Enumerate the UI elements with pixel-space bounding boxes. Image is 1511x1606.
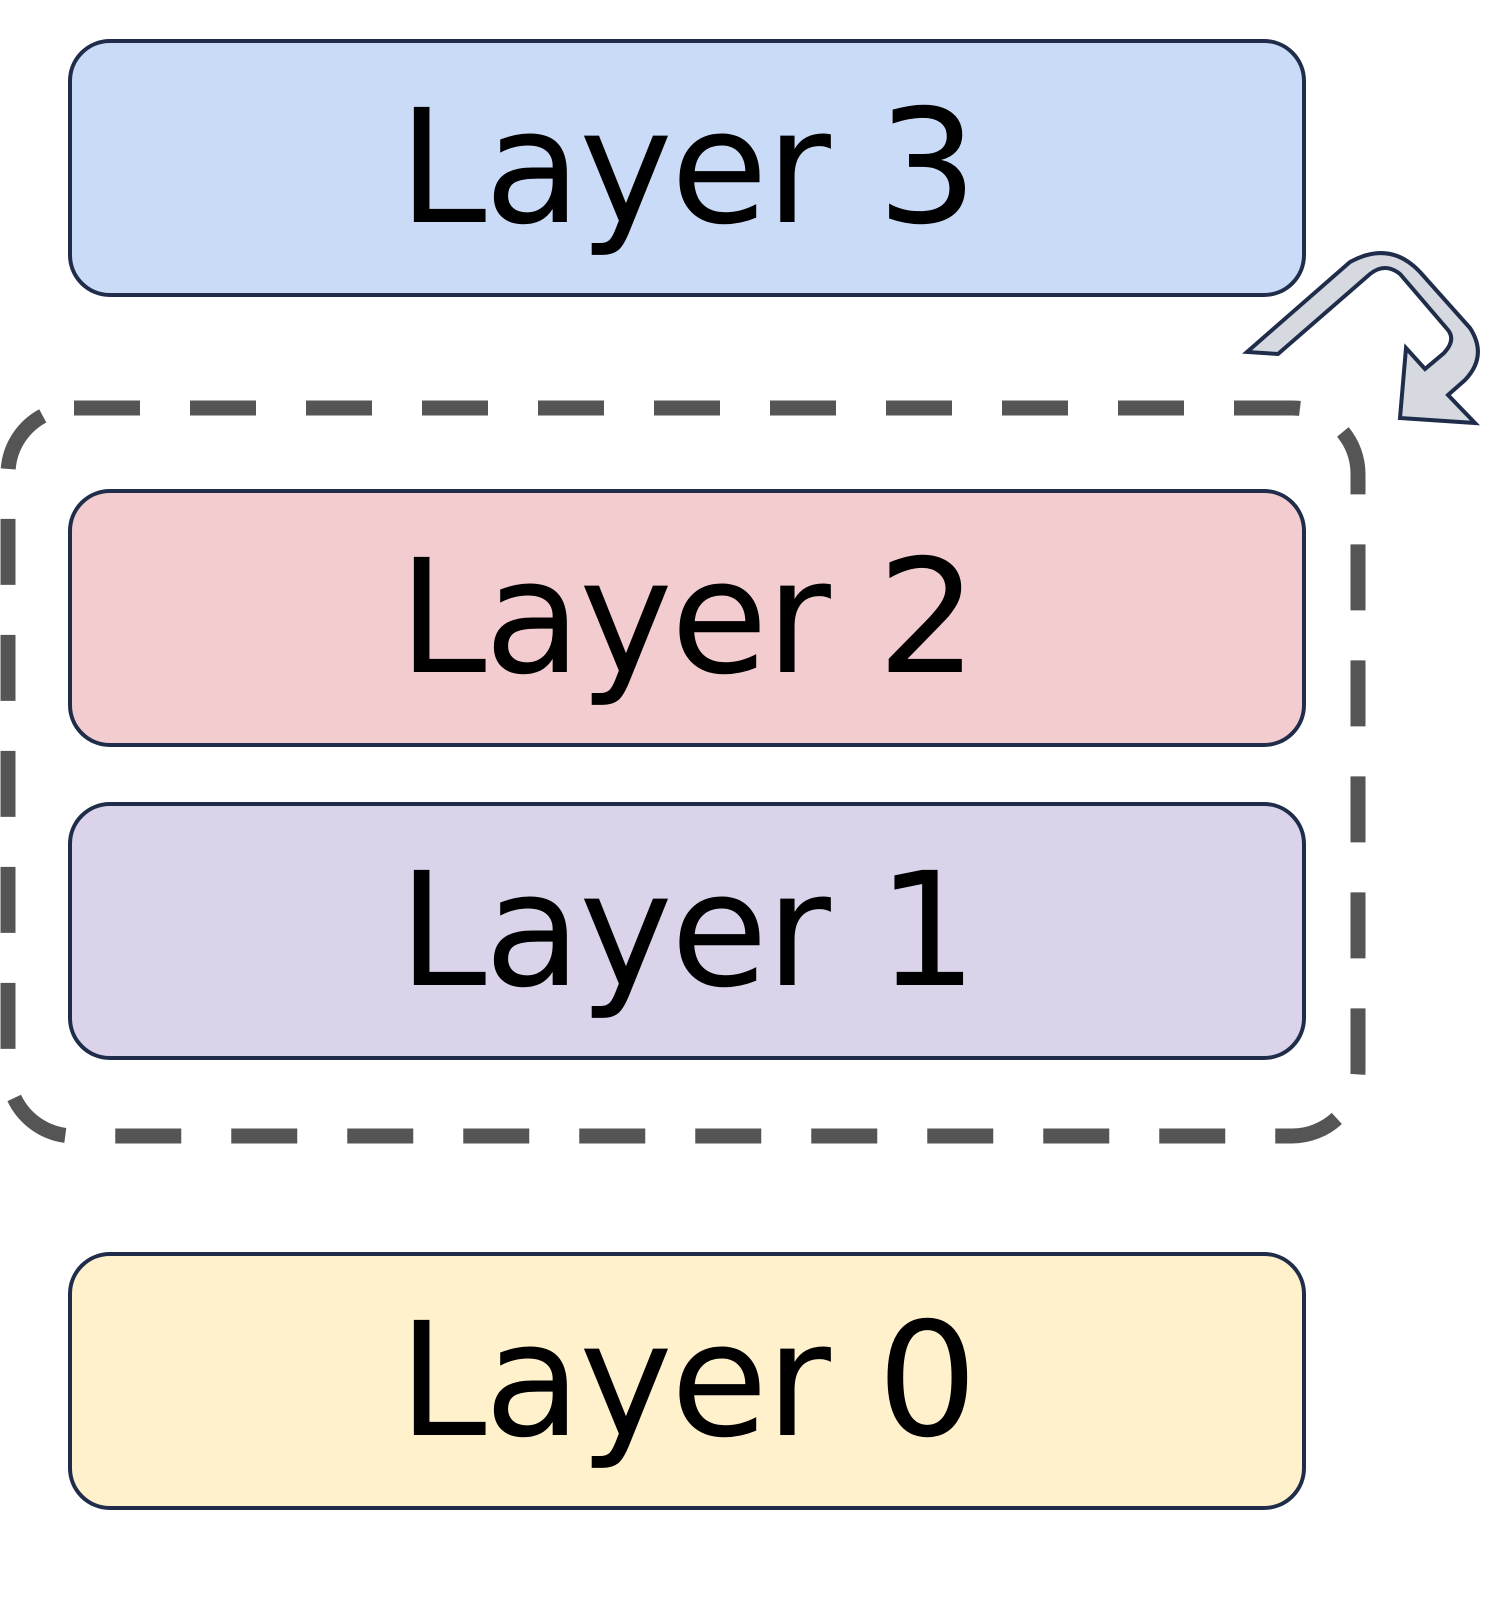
layer-0-label: Layer 0 [398, 1289, 977, 1473]
repeated-block-group-outline [0, 400, 1366, 1144]
layer-0-box: Layer 0 [68, 1252, 1306, 1510]
layer-2-box: Layer 2 [68, 489, 1306, 747]
layer-1-box: Layer 1 [68, 802, 1306, 1060]
layer-3-box: Layer 3 [68, 39, 1306, 297]
layer-2-label: Layer 2 [398, 526, 977, 710]
layer-3-label: Layer 3 [398, 76, 977, 260]
loop-arrow-icon [1242, 251, 1481, 426]
layer-1-label: Layer 1 [398, 839, 977, 1023]
